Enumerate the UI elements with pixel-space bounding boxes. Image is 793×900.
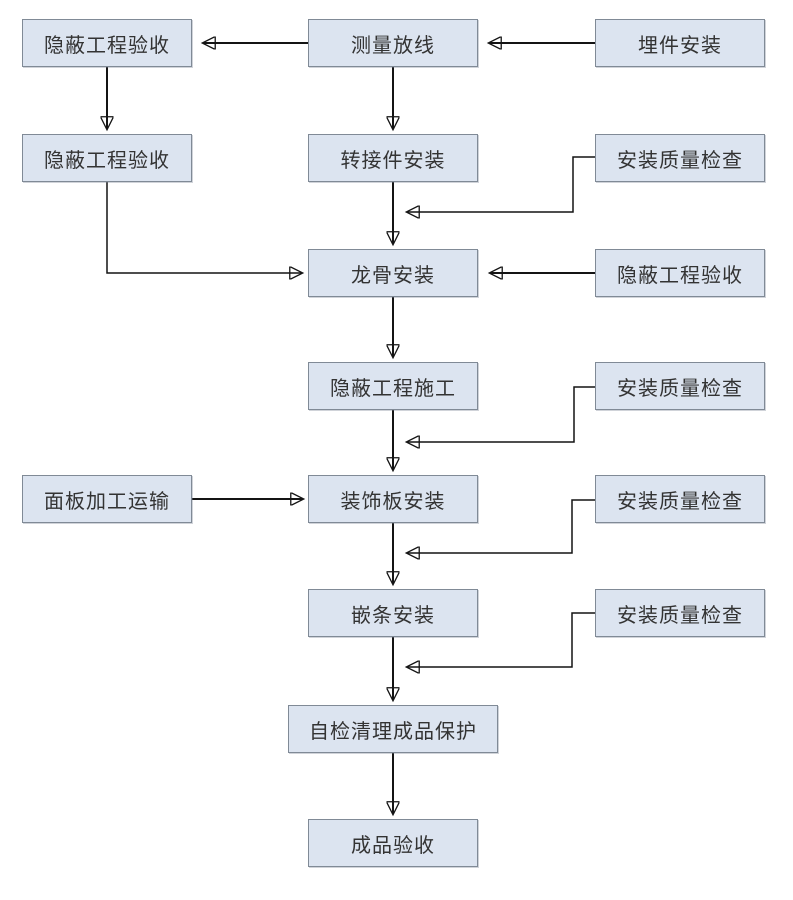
- node-hidden-works-acceptance-left-2: 隐蔽工程验收: [22, 134, 192, 182]
- node-survey-layout: 测量放线: [308, 19, 478, 67]
- node-embedded-parts-install: 埋件安装: [595, 19, 765, 67]
- node-install-quality-check-1: 安装质量检查: [595, 134, 765, 182]
- node-hidden-works-construction: 隐蔽工程施工: [308, 362, 478, 410]
- node-install-quality-check-3: 安装质量检查: [595, 475, 765, 523]
- node-finished-product-acceptance: 成品验收: [308, 819, 478, 867]
- node-install-quality-check-2: 安装质量检查: [595, 362, 765, 410]
- edge-hidden2-to-keel: [106, 182, 302, 273]
- node-hidden-works-acceptance-top-left: 隐蔽工程验收: [22, 19, 192, 67]
- node-hidden-works-acceptance-right: 隐蔽工程验收: [595, 249, 765, 297]
- node-decorative-panel-install: 装饰板安装: [308, 475, 478, 523]
- node-adapter-install: 转接件安装: [308, 134, 478, 182]
- node-keel-install: 龙骨安装: [308, 249, 478, 297]
- node-panel-processing-transport: 面板加工运输: [22, 475, 192, 523]
- node-install-quality-check-4: 安装质量检查: [595, 589, 765, 637]
- node-self-check-cleanup-product-protection: 自检清理成品保护: [288, 705, 498, 753]
- node-trim-strip-install: 嵌条安装: [308, 589, 478, 637]
